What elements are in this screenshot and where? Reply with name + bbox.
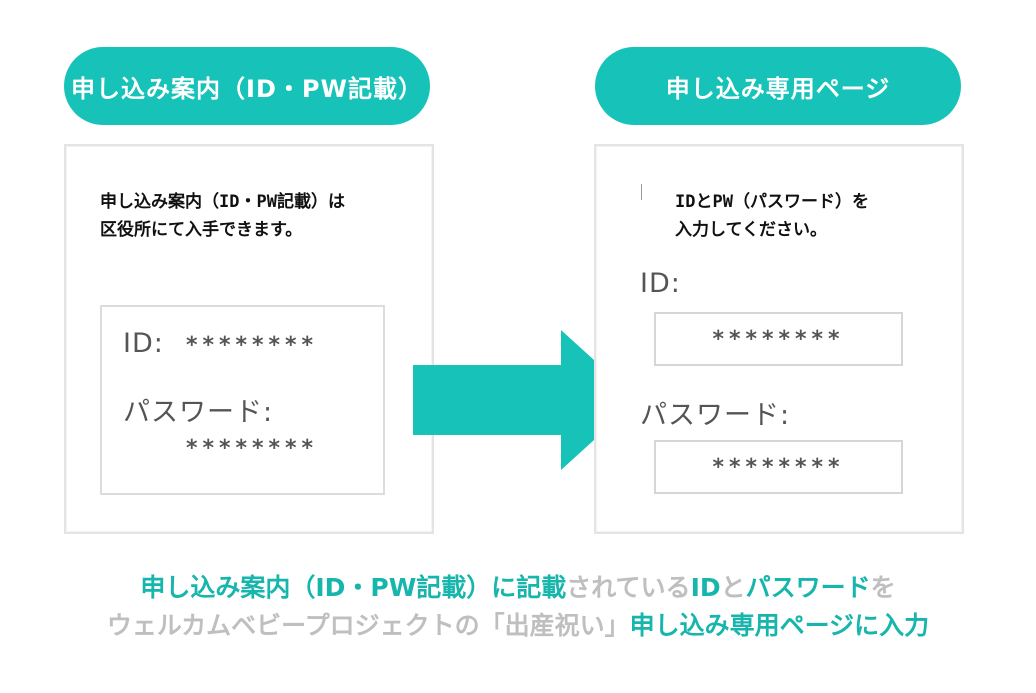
- text-cursor: [641, 184, 642, 200]
- id-input-value: ********: [712, 326, 845, 352]
- right-password-label: パスワード:: [640, 400, 791, 431]
- right-id-label: ID:: [640, 268, 681, 299]
- caption-line1-seg4: と: [720, 573, 746, 602]
- right-arrow-icon: [413, 330, 638, 470]
- password-input[interactable]: ********: [654, 440, 903, 494]
- credentials-card: [100, 305, 385, 495]
- caption-line1: 申し込み案内（ID・PW記載）に記載されているIDとパスワードを: [0, 568, 1036, 604]
- left-header-pill: 申し込み案内（ID・PW記載）: [64, 47, 430, 125]
- caption-line1-seg2: されている: [566, 573, 691, 602]
- password-input-value: ********: [712, 454, 845, 480]
- left-password-label: パスワード:: [123, 397, 274, 428]
- caption-line2-seg2: 申し込み専用ページに入力: [629, 611, 930, 640]
- caption-line1-seg3: ID: [690, 573, 721, 602]
- left-id-value: ********: [186, 333, 319, 358]
- caption-line1-seg1: 申し込み案内（ID・PW記載）に記載: [140, 573, 567, 602]
- caption-line2-seg1: ウェルカムベビープロジェクトの「出産祝い」: [106, 611, 630, 640]
- caption-line1-seg5: パスワード: [745, 573, 871, 602]
- left-password-value: ********: [186, 436, 319, 461]
- caption-line1-seg6: を: [870, 573, 896, 602]
- right-header-pill: 申し込み専用ページ: [595, 47, 961, 125]
- caption-line2: ウェルカムベビープロジェクトの「出産祝い」申し込み専用ページに入力: [0, 606, 1036, 642]
- id-input[interactable]: ********: [654, 312, 903, 366]
- right-header-text: 申し込み専用ページ: [665, 74, 891, 103]
- left-id-label: ID:: [123, 328, 164, 359]
- right-description-line1: IDとPW（パスワード）を: [675, 192, 869, 212]
- left-header-text: 申し込み案内（ID・PW記載）: [71, 74, 423, 103]
- left-description-line1: 申し込み案内（ID・PW記載）は: [100, 192, 345, 212]
- left-description-line2: 区役所にて入手できます。: [100, 220, 303, 240]
- right-description-line2: 入力してください。: [675, 220, 827, 240]
